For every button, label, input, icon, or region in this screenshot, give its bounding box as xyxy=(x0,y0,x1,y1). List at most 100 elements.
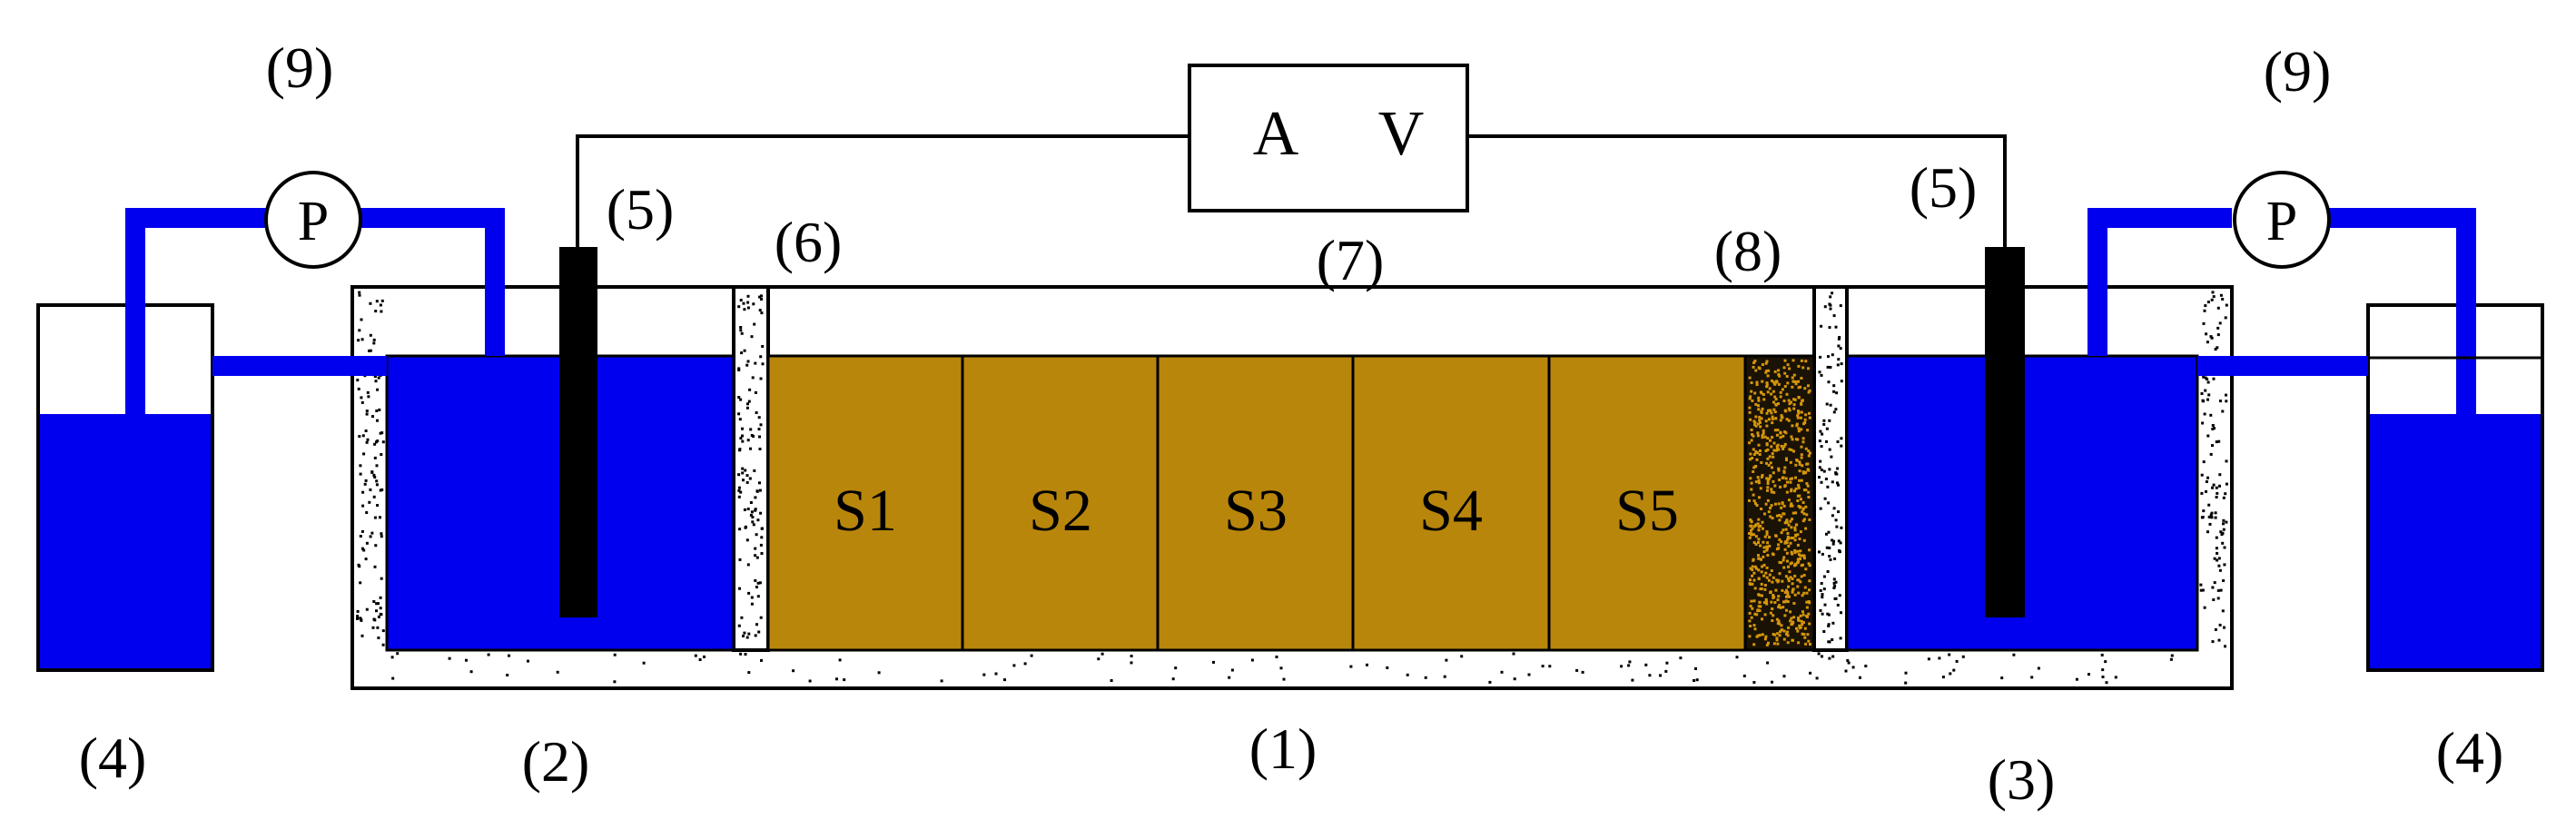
sand-grain xyxy=(2225,482,2228,486)
filter-speck xyxy=(1791,590,1794,594)
filter-speck xyxy=(1757,557,1761,560)
filter-speck xyxy=(1765,545,1769,548)
filter-speck xyxy=(1777,382,1781,386)
sand-grain xyxy=(2211,428,2215,430)
filter-speck xyxy=(1785,490,1789,494)
filter-speck xyxy=(1765,442,1769,446)
sand-grain xyxy=(381,643,385,647)
filter-speck xyxy=(1776,447,1779,450)
filter-speck xyxy=(1769,409,1772,412)
sand-grain xyxy=(838,658,842,662)
filter-speck xyxy=(1801,464,1804,468)
sand-grain xyxy=(374,380,378,383)
sand-grain xyxy=(2202,321,2206,325)
sand-grain xyxy=(1952,668,1956,672)
filter-speck xyxy=(1765,548,1769,552)
filter-speck xyxy=(1763,584,1767,587)
filter-speck xyxy=(1765,360,1769,363)
filter-speck xyxy=(1765,576,1769,579)
filter-speck xyxy=(1753,391,1757,395)
sand-grain xyxy=(372,341,376,345)
sand-grain xyxy=(2222,496,2226,499)
sand-grain xyxy=(370,531,374,535)
sand-grain xyxy=(739,398,743,401)
sand-grain xyxy=(746,402,749,406)
sand-grain xyxy=(2104,660,2107,664)
left-reservoir xyxy=(36,303,214,672)
filter-speck xyxy=(1772,408,1776,411)
sand-grain xyxy=(746,508,750,510)
sand-grain xyxy=(1826,612,1830,616)
sand-grain xyxy=(366,438,370,441)
sand-grain xyxy=(2087,673,2090,676)
filter-speck xyxy=(1749,567,1752,570)
sand-grain xyxy=(1832,410,1836,414)
filter-speck xyxy=(1752,466,1756,469)
filter-speck xyxy=(1748,410,1752,414)
filter-speck xyxy=(1801,594,1804,597)
filter-speck xyxy=(1761,520,1764,524)
sand-grain xyxy=(2215,547,2218,550)
sand-grain xyxy=(2219,588,2223,592)
filter-speck xyxy=(1788,367,1791,370)
sand-grain xyxy=(1620,665,1624,668)
filter-speck xyxy=(1759,487,1762,490)
sand-grain xyxy=(2215,536,2218,539)
sand-grain xyxy=(940,679,943,683)
sand-grain xyxy=(1828,448,1831,451)
filter-speck xyxy=(1799,506,1802,509)
sand-grain xyxy=(754,390,757,394)
sand-grain xyxy=(1822,630,1826,633)
filter-speck xyxy=(1775,449,1778,452)
sand-grain xyxy=(1631,678,1634,682)
filter-speck xyxy=(1781,579,1784,583)
filter-speck xyxy=(1806,462,1810,466)
sand-grain xyxy=(1581,670,1584,674)
filter-speck xyxy=(1755,567,1758,570)
sand-grain xyxy=(2216,333,2220,337)
filter-speck xyxy=(1759,587,1762,591)
filter-speck xyxy=(1778,514,1781,517)
filter-speck xyxy=(1754,465,1758,468)
filter-speck xyxy=(1791,518,1793,521)
filter-speck xyxy=(1757,518,1761,521)
sand-grain xyxy=(2114,676,2117,679)
sand-grain xyxy=(1766,661,1770,665)
filter-speck xyxy=(1771,466,1773,469)
left-pump-line xyxy=(125,208,275,414)
filter-speck xyxy=(1766,374,1770,378)
filter-speck xyxy=(1760,558,1762,561)
filter-speck xyxy=(1750,429,1753,431)
filter-speck xyxy=(1772,642,1776,646)
filter-speck xyxy=(1799,614,1802,617)
sand-grain xyxy=(742,301,745,305)
sand-grain xyxy=(1836,363,1840,367)
filter-speck xyxy=(1759,425,1762,429)
filter-speck xyxy=(1795,422,1799,426)
filter-speck xyxy=(1766,498,1770,502)
filter-speck xyxy=(1795,627,1798,630)
filter-speck xyxy=(1767,641,1770,645)
sand-grain xyxy=(2209,513,2213,517)
filter-speck xyxy=(1797,578,1801,582)
sand-grain xyxy=(357,339,360,342)
sand-grain xyxy=(760,527,764,530)
filter-speck xyxy=(1793,526,1797,529)
filter-speck xyxy=(1748,536,1752,539)
filter-speck xyxy=(1758,633,1762,637)
sand-grain xyxy=(1809,671,1812,675)
sand-grain xyxy=(1820,582,1823,585)
filter-speck xyxy=(1750,390,1753,393)
filter-speck xyxy=(1807,390,1811,394)
filter-speck xyxy=(1751,607,1754,610)
sand-grain xyxy=(747,671,751,675)
filter-speck xyxy=(1786,381,1790,385)
filter-speck xyxy=(1797,410,1800,413)
sand-grain xyxy=(359,535,362,538)
sand-grain xyxy=(2214,516,2217,519)
filter-speck xyxy=(1766,489,1769,492)
filter-speck xyxy=(1757,479,1761,482)
sand-grain xyxy=(2215,496,2218,498)
filter-speck xyxy=(1780,444,1783,448)
sand-grain xyxy=(1825,532,1828,536)
